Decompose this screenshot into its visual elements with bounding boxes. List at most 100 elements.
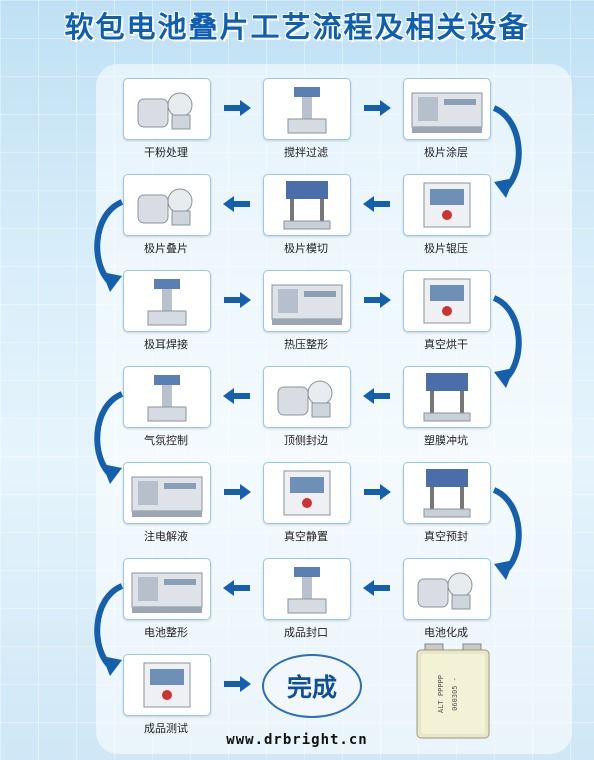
equipment-photo-card <box>123 366 211 428</box>
battery-print-2: 060305 - <box>451 677 459 711</box>
step-label: 极片涂层 <box>424 146 468 159</box>
vacuum-oven-icon <box>423 278 471 324</box>
equipment-photo-card <box>263 174 351 236</box>
arrow-left-icon <box>223 196 250 212</box>
process-step: 极片模切 <box>263 174 353 256</box>
process-step: 真空预封 <box>403 462 493 544</box>
process-step: 极耳焊接 <box>123 270 213 352</box>
vacuum-standing-icon <box>283 470 331 516</box>
step-label: 真空烘干 <box>424 338 468 351</box>
step-label: 气氛控制 <box>144 434 188 447</box>
curved-arrow-right-icon <box>492 487 522 580</box>
step-label: 成品封口 <box>284 626 328 639</box>
arrow-right-icon <box>224 292 251 308</box>
process-step: 干粉处理 <box>123 78 213 160</box>
formation-tester-icon <box>417 572 473 610</box>
glovebox-icon <box>147 375 187 422</box>
equipment-photo-card <box>263 558 351 620</box>
step-label: 电池整形 <box>144 626 188 639</box>
website-url[interactable]: www.drbright.cn <box>226 732 368 748</box>
process-step: 成品封口 <box>263 558 353 640</box>
equipment-photo-card <box>123 654 211 716</box>
process-step: 电池整形 <box>123 558 213 640</box>
powder-equipment-icon <box>137 92 193 130</box>
process-step: 塑膜冲坑 <box>403 366 493 448</box>
arrow-right-icon <box>224 100 251 116</box>
done-badge: 完成 <box>262 654 362 718</box>
equipment-photo-card <box>403 78 491 140</box>
process-step: 搅拌过滤 <box>263 78 353 160</box>
step-label: 热压整形 <box>284 338 328 351</box>
equipment-photo-card <box>123 270 211 332</box>
step-label: 塑膜冲坑 <box>424 434 468 447</box>
arrow-right-icon <box>364 292 391 308</box>
equipment-photo-card <box>123 78 211 140</box>
process-step: 成品测试 <box>123 654 213 736</box>
process-step: 真空烘干 <box>403 270 493 352</box>
film-punch-icon <box>423 373 471 422</box>
page-title: 软包电池叠片工艺流程及相关设备 <box>64 10 530 44</box>
step-label: 干粉处理 <box>144 146 188 159</box>
side-sealer-icon <box>277 380 333 418</box>
die-cutter-icon <box>283 181 331 230</box>
arrow-left-icon <box>363 388 390 404</box>
step-label: 搅拌过滤 <box>284 146 328 159</box>
welder-icon <box>147 279 187 326</box>
step-label: 成品测试 <box>144 722 188 735</box>
equipment-photo-card <box>403 558 491 620</box>
curved-arrow-right-icon <box>492 295 522 388</box>
equipment-photo-card <box>403 270 491 332</box>
equipment-photo-card <box>263 78 351 140</box>
electrolyte-injector-icon <box>131 476 203 517</box>
step-label: 电池化成 <box>424 626 468 639</box>
step-label: 极片模切 <box>284 242 328 255</box>
step-label: 顶侧封边 <box>284 434 328 447</box>
arrow-left-icon <box>363 196 390 212</box>
process-step: 极片叠片 <box>123 174 213 256</box>
arrow-right-icon <box>224 484 251 500</box>
step-label: 真空静置 <box>284 530 328 543</box>
equipment-photo-card <box>403 366 491 428</box>
arrow-left-icon <box>363 580 390 596</box>
equipment-photo-card <box>263 366 351 428</box>
roller-press-icon <box>423 182 471 228</box>
final-sealer-icon <box>287 567 327 614</box>
equipment-photo-card <box>403 462 491 524</box>
step-label: 极片辊压 <box>424 242 468 255</box>
equipment-photo-card <box>123 174 211 236</box>
battery-tester-icon <box>143 662 191 708</box>
pre-sealer-icon <box>423 469 471 518</box>
arrow-right-icon <box>224 676 251 692</box>
process-step: 电池化成 <box>403 558 493 640</box>
curved-arrow-left-icon <box>94 199 124 292</box>
pouch-battery-icon: ALT PPPPP 060305 - <box>416 643 490 739</box>
process-step: 热压整形 <box>263 270 353 352</box>
equipment-photo-card <box>123 558 211 620</box>
curved-arrow-left-icon <box>94 583 124 676</box>
process-step: 注电解液 <box>123 462 213 544</box>
step-label: 极片叠片 <box>144 242 188 255</box>
arrow-right-icon <box>364 100 391 116</box>
arrow-left-icon <box>223 580 250 596</box>
equipment-photo-card <box>263 462 351 524</box>
coating-machine-icon <box>411 92 483 133</box>
curved-arrow-right-icon <box>492 105 522 198</box>
hot-press-icon <box>271 284 343 325</box>
mixer-icon <box>287 87 327 134</box>
shaping-machine-icon <box>131 572 203 613</box>
battery-print-1: ALT PPPPP <box>437 675 445 713</box>
stacking-machine-icon <box>137 188 193 226</box>
step-label: 注电解液 <box>144 530 188 543</box>
arrow-left-icon <box>223 388 250 404</box>
step-label: 极耳焊接 <box>144 338 188 351</box>
process-step: 顶侧封边 <box>263 366 353 448</box>
process-step: 极片辊压 <box>403 174 493 256</box>
equipment-photo-card <box>123 462 211 524</box>
process-step: 真空静置 <box>263 462 353 544</box>
process-step: 极片涂层 <box>403 78 493 160</box>
equipment-photo-card <box>263 270 351 332</box>
step-label: 真空预封 <box>424 530 468 543</box>
equipment-photo-card <box>403 174 491 236</box>
arrow-right-icon <box>364 484 391 500</box>
process-step: 气氛控制 <box>123 366 213 448</box>
